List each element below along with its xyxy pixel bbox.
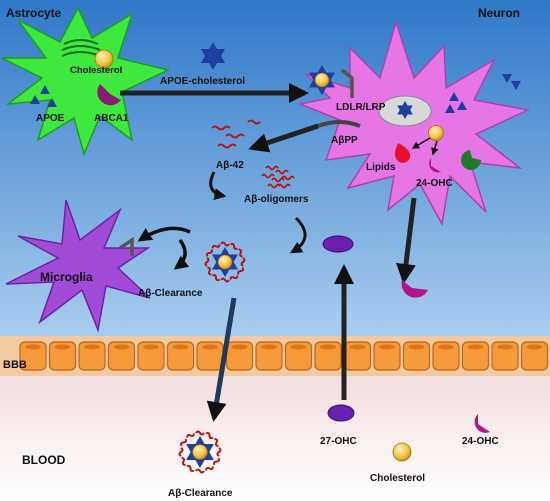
ab-plaque-complex bbox=[178, 430, 222, 474]
label-microglia: Microglia bbox=[40, 270, 93, 284]
label-bbb: BBB bbox=[3, 359, 27, 371]
cholesterol-molecule bbox=[94, 49, 114, 69]
arrow-24ohc-out-of-neuron bbox=[396, 197, 417, 284]
ldlr-receptor-icon bbox=[340, 68, 354, 98]
abca1-transporter-icon bbox=[97, 84, 121, 106]
ohc24-molecule-icon bbox=[429, 158, 441, 173]
label-astrocyte: Astrocyte bbox=[6, 6, 62, 20]
bbb-cell-nucleus bbox=[526, 344, 543, 350]
bbb-cell-nucleus bbox=[408, 344, 425, 350]
bbb-cell bbox=[373, 341, 401, 371]
ab42-peptide-icon bbox=[211, 119, 261, 149]
label-blood: BLOOD bbox=[22, 453, 66, 467]
ohc24-transporter-icon bbox=[461, 150, 481, 170]
label-27ohc-blood: 27-OHC bbox=[320, 436, 357, 447]
label-abca1: ABCA1 bbox=[94, 113, 129, 124]
bbb-cell bbox=[314, 341, 342, 371]
bbb-cell-nucleus bbox=[202, 344, 218, 350]
label-ab-clearance-blood: Aβ-Clearance bbox=[168, 488, 233, 499]
bbb-cell-nucleus bbox=[290, 344, 307, 350]
bbb-cell-nucleus bbox=[379, 344, 395, 350]
bbb-cell bbox=[78, 341, 106, 371]
astrocyte-cell bbox=[1, 6, 171, 157]
abpp-membrane-protein bbox=[317, 120, 361, 128]
arrow-oligomers-to-plaque bbox=[289, 216, 307, 254]
bbb-cell-nucleus bbox=[54, 344, 71, 350]
bbb-cell-nucleus bbox=[25, 344, 41, 350]
arrow-to-24ohc bbox=[431, 140, 439, 156]
bbb-cell bbox=[48, 341, 77, 371]
ohc24-molecule-icon bbox=[474, 414, 490, 433]
bbb-cell-nucleus bbox=[438, 344, 454, 350]
bbb-cell bbox=[137, 341, 165, 371]
apoe-star-icon bbox=[397, 101, 413, 119]
bbb-cell-nucleus bbox=[143, 344, 159, 350]
bbb-cell bbox=[107, 341, 136, 371]
label-neuron: Neuron bbox=[478, 6, 520, 20]
apoe-star-icon bbox=[309, 65, 335, 95]
arrow-clearance-to-blood bbox=[206, 297, 237, 422]
ohc27-molecule-icon bbox=[322, 235, 354, 253]
ab-oligomer-cluster bbox=[261, 165, 295, 189]
bbb-cell-nucleus bbox=[497, 344, 513, 350]
bbb-cell-nucleus bbox=[113, 344, 130, 350]
label-ldlr-lrp: LDLR/LRP bbox=[336, 102, 386, 113]
label-ab-oligomers: Aβ-oligomers bbox=[244, 194, 309, 205]
bbb-cell bbox=[284, 341, 313, 371]
bbb-cell-nucleus bbox=[84, 344, 100, 350]
label-lipids: Lipids bbox=[366, 162, 396, 173]
bbb-cell bbox=[520, 341, 549, 371]
label-ab42: Aβ-42 bbox=[216, 160, 244, 171]
cholesterol-molecule bbox=[392, 442, 412, 462]
label-ab-clearance-brain: Aβ-Clearance bbox=[138, 288, 203, 299]
arrow-abpp-to-ab42 bbox=[248, 123, 319, 153]
bbb-cell bbox=[491, 341, 519, 371]
cholesterol-molecule bbox=[428, 125, 444, 141]
label-apoe-cholesterol: APOE-cholesterol bbox=[160, 76, 245, 87]
label-abpp: AβPP bbox=[331, 135, 358, 146]
bbb-cell-nucleus bbox=[467, 344, 484, 350]
bbb-cell bbox=[255, 341, 283, 371]
ohc27-molecule-icon bbox=[327, 404, 355, 422]
bbb-cell-nucleus bbox=[231, 344, 248, 350]
ohc24-molecule-icon bbox=[401, 280, 428, 298]
microglia-receptor-icon bbox=[119, 236, 134, 256]
bbb-cell bbox=[461, 341, 490, 371]
label-24ohc-blood: 24-OHC bbox=[462, 436, 499, 447]
arrow-to-lipids bbox=[411, 137, 431, 149]
bbb-cell-nucleus bbox=[349, 344, 366, 350]
lipid-droplet-icon bbox=[395, 143, 411, 163]
bbb-cell-nucleus bbox=[172, 344, 189, 350]
label-cholesterol-astro: Cholesterol bbox=[70, 65, 122, 76]
label-24ohc-neuron: 24-OHC bbox=[416, 178, 453, 189]
blood-background bbox=[0, 375, 550, 501]
label-apoe: APOE bbox=[36, 113, 65, 124]
apoe-cluster bbox=[445, 74, 521, 113]
bbb-cell-nucleus bbox=[261, 344, 277, 350]
arrow-microglia-uptake bbox=[173, 238, 190, 270]
bbb-cell bbox=[432, 341, 460, 371]
arrow-ab42-to-oligomers bbox=[209, 171, 227, 200]
bbb-cell bbox=[402, 341, 431, 371]
bbb-cell-nucleus bbox=[320, 344, 336, 350]
bbb-cell bbox=[19, 341, 47, 371]
apoe-cluster bbox=[30, 85, 57, 107]
arrow-oligomers-to-microglia bbox=[137, 226, 191, 242]
apoe-star-icon bbox=[200, 42, 226, 70]
label-cholesterol-blood: Cholesterol bbox=[370, 473, 425, 484]
ab-plaque-complex bbox=[204, 241, 246, 283]
microglia-cell bbox=[5, 199, 151, 333]
bbb-endothelial-cells bbox=[19, 341, 549, 371]
bbb-cell bbox=[166, 341, 195, 371]
